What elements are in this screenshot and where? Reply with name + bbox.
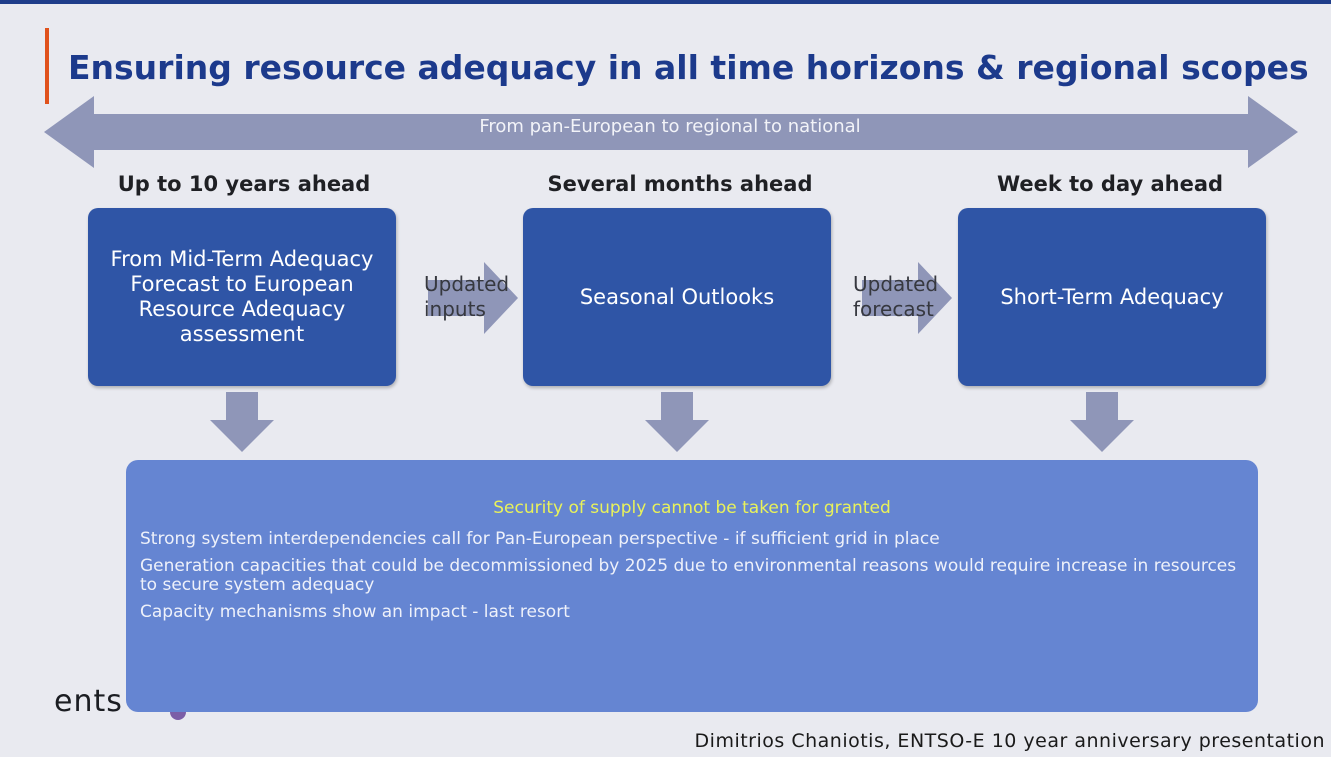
horizon-heading-seasonal: Several months ahead [547,172,813,196]
horizon-heading-long-term: Up to 10 years ahead [117,172,371,196]
scope-label: From pan-European to regional to nationa… [479,116,861,137]
top-border [0,0,1331,4]
down-arrow-icon [1070,392,1134,452]
right-arrow-icon [428,262,518,334]
down-arrow-icon [210,392,274,452]
image-caption: Dimitrios Chaniotis, ENTSO-E 10 year ann… [694,730,1325,752]
title-accent-bar [45,28,49,104]
seasonal-outlooks-label: Seasonal Outlooks [579,284,775,309]
scope-double-arrow [44,96,1298,168]
short-term-adequacy-label: Short-Term Adequacy [1000,284,1224,309]
horizon-heading-short-term: Week to day ahead [996,172,1224,196]
security-of-supply-panel: Security of supply cannot be taken for g… [126,460,1258,712]
summary-point: Capacity mechanisms show an impact - las… [140,602,570,622]
updated-forecast-label: Updated forecast [853,272,939,321]
summary-point: Strong system interdependencies call for… [140,529,940,549]
summary-points: Strong system interdependencies call for… [140,530,1240,630]
slide-title: Ensuring resource adequacy in all time h… [68,48,1309,87]
seasonal-outlooks-box: Seasonal Outlooks [523,208,831,386]
updated-inputs-label: Updated inputs [424,272,510,321]
summary-point: Generation capacities that could be deco… [140,556,1237,595]
down-arrow-icon [645,392,709,452]
summary-title: Security of supply cannot be taken for g… [493,498,891,518]
long-term-assessment-label: From Mid-Term Adequacy Forecast to Europ… [110,247,374,346]
entsoe-logo-text: ents [54,684,123,719]
long-term-assessment-box: From Mid-Term Adequacy Forecast to Europ… [88,208,396,386]
right-arrow-icon [862,262,952,334]
short-term-adequacy-box: Short-Term Adequacy [958,208,1266,386]
